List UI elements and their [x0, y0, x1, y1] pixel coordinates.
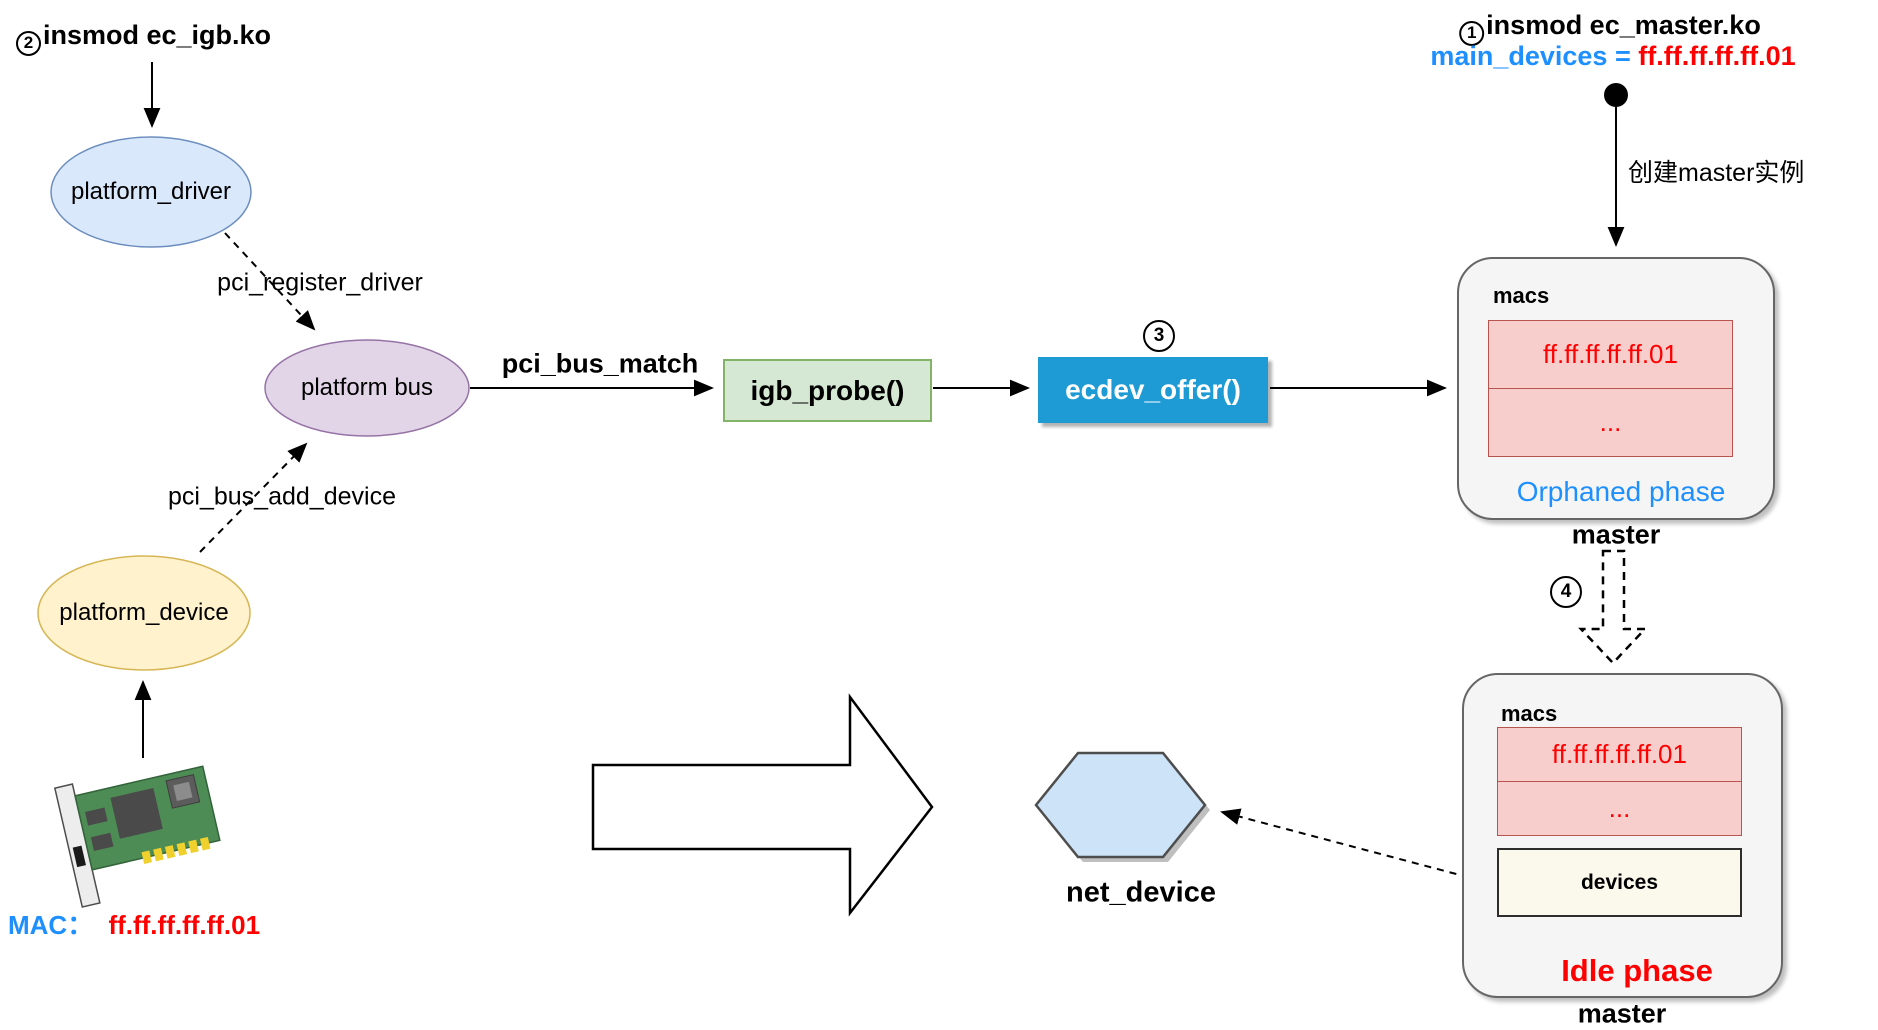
start-dot [1604, 83, 1628, 107]
idle-macs-table: ff.ff.ff.ff.ff.01 ... [1497, 727, 1742, 836]
mac-caption: MAC： ff.ff.ff.ff.ff.01 [8, 905, 260, 942]
idle-mac-row: ff.ff.ff.ff.ff.01 [1498, 728, 1741, 782]
main-devices-line: main_devices = ff.ff.ff.ff.ff.01 [1430, 41, 1795, 72]
idle-master-caption: master [1577, 998, 1667, 1029]
pci-bus-add-device-label: pci_bus_add_device [168, 482, 396, 511]
step1-title-text: insmod ec_master.ko [1486, 10, 1761, 40]
net-device-hexagon [1034, 751, 1207, 859]
dashed-arrow-pci-register-driver [224, 232, 316, 331]
idle-devices-label: devices [1580, 870, 1659, 894]
orphaned-macs-label: macs [1493, 283, 1550, 308]
idle-devices-box: devices [1497, 848, 1742, 917]
dashed-fat-arrow-step4 [1578, 549, 1648, 665]
step1-number-badge: 1 [1459, 20, 1485, 46]
step2-title-text: insmod ec_igb.ko [43, 20, 272, 50]
main-devices-value: ff.ff.ff.ff.ff.01 [1638, 41, 1796, 71]
dashed-arrow-devices-to-net-device [1220, 808, 1495, 885]
mac-value: ff.ff.ff.ff.ff.01 [108, 910, 261, 940]
platform-device-ellipse [37, 555, 251, 671]
idle-mac-row-more: ... [1608, 792, 1631, 823]
idle-macs-label: macs [1501, 701, 1558, 726]
pci-bus-match-label: pci_bus_match [501, 348, 699, 379]
big-transition-arrow [591, 693, 934, 917]
platform-device-label: platform_device [59, 599, 229, 626]
main-devices-name: main_devices [1430, 41, 1608, 71]
mac-label: MAC： [8, 910, 94, 940]
platform-driver-ellipse [50, 136, 252, 248]
orphaned-macs-table: ff.ff.ff.ff.ff.01 ... [1488, 320, 1733, 457]
ecdev-offer-label: ecdev_offer() [1065, 374, 1241, 405]
step3-badge: 3 [1143, 320, 1175, 352]
orphaned-master-caption: master [1571, 519, 1661, 550]
step2-number-badge: 2 [16, 30, 41, 56]
platform-bus-label: platform bus [300, 374, 434, 401]
pci-register-driver-label: pci_register_driver [217, 268, 423, 297]
net-device-label: net_device [1066, 876, 1216, 909]
platform-driver-label: platform_driver [70, 178, 232, 205]
create-master-label: 创建master实例 [1628, 159, 1805, 187]
platform-bus-ellipse [264, 339, 470, 437]
orphaned-mac-row-more: ... [1599, 406, 1622, 437]
network-card-icon [53, 765, 221, 908]
orphaned-phase-label: Orphaned phase [1516, 476, 1726, 507]
orphaned-mac-row: ff.ff.ff.ff.ff.01 [1489, 321, 1732, 389]
igb-probe-label: igb_probe() [750, 374, 905, 406]
igb-probe-box: igb_probe() [723, 359, 932, 422]
idle-phase-label: Idle phase [1561, 953, 1713, 988]
ecdev-offer-box: ecdev_offer() [1038, 357, 1268, 423]
main-devices-equals: = [1614, 41, 1631, 71]
step4-badge: 4 [1550, 576, 1582, 608]
